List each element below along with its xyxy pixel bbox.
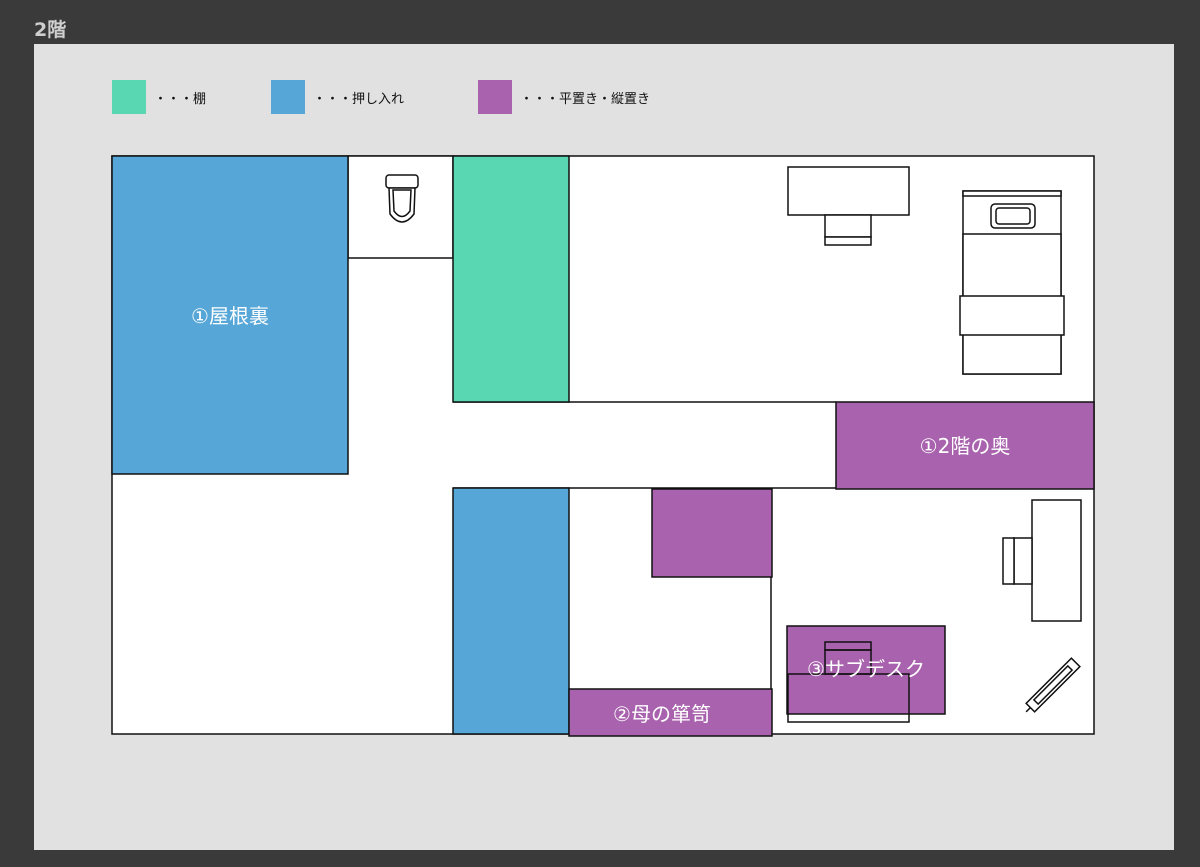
upstairs-back-area	[835, 401, 1095, 490]
page-title: 2階	[34, 19, 67, 41]
legend-shelf-label: ・・・棚	[154, 91, 207, 107]
legend-closet: ・・・押し入れ	[271, 80, 404, 114]
attic-area	[111, 155, 349, 475]
legend-storage-label: ・・・平置き・縦置き	[520, 91, 651, 107]
shelf-area	[452, 155, 570, 403]
mother-chest-label: ②母の箪笥	[613, 702, 711, 726]
storage-block	[651, 488, 773, 578]
sub-desk-area	[786, 625, 946, 715]
bed-icon	[959, 190, 1065, 375]
guitar-icon	[1025, 657, 1081, 713]
upstairs-back-label: ①2階の奥	[920, 434, 1011, 458]
sub-desk-furniture	[787, 641, 910, 723]
legend-closet-label: ・・・押し入れ	[313, 91, 405, 107]
legend-storage: ・・・平置き・縦置き	[478, 80, 650, 114]
legend-shelf: ・・・棚	[112, 80, 206, 114]
desk-icon	[787, 166, 910, 246]
mother-chest-area	[568, 688, 773, 737]
legend-shelf-swatch	[112, 80, 146, 114]
toilet-icon	[385, 174, 419, 223]
closet-area	[452, 487, 570, 735]
attic-label: ①屋根裏	[191, 304, 269, 328]
legend-closet-swatch	[271, 80, 305, 114]
sub-desk-label: ③サブデスク	[807, 657, 925, 681]
desk-icon-right	[1002, 499, 1082, 622]
legend-storage-swatch	[478, 80, 512, 114]
